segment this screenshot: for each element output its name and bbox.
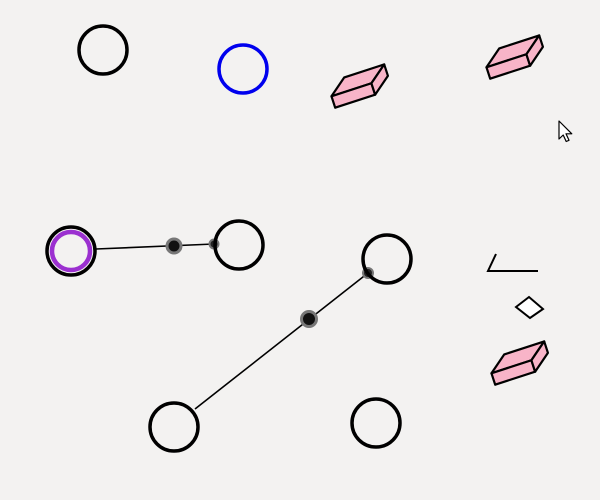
node-circle-selected[interactable]: [217, 43, 269, 95]
eraser-icon[interactable]: [487, 340, 552, 386]
node-circle[interactable]: [77, 24, 129, 76]
node-circle[interactable]: [350, 397, 402, 449]
edge-node-3-node-4[interactable]: [95, 243, 215, 250]
edge-node-6-node-5[interactable]: [194, 272, 369, 410]
angle-icon[interactable]: [486, 253, 538, 272]
mouse-pointer-icon: [558, 120, 573, 143]
node-circle[interactable]: [148, 401, 200, 453]
eraser-icon[interactable]: [482, 34, 547, 80]
edge-midpoint-handle[interactable]: [165, 237, 183, 255]
node-circle[interactable]: [213, 219, 265, 271]
node-circle[interactable]: [361, 233, 413, 285]
node-circle-active[interactable]: [45, 225, 97, 277]
diamond-icon[interactable]: [514, 295, 545, 320]
eraser-icon[interactable]: [327, 63, 392, 109]
edge-midpoint-handle[interactable]: [300, 310, 318, 328]
